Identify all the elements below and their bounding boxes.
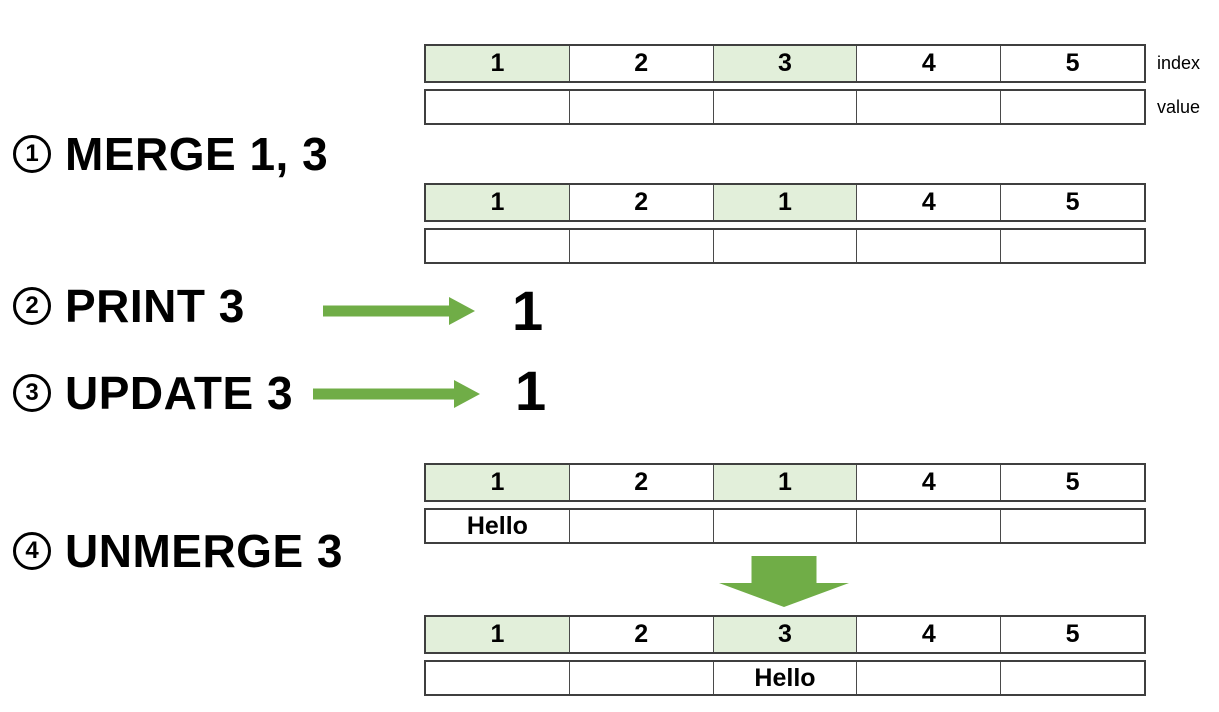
value-cell: [714, 510, 858, 542]
circled-number-icon: 2: [13, 287, 51, 325]
value-row: Hello: [424, 508, 1146, 544]
index-cell: 5: [1065, 468, 1080, 496]
step-merge: 1 MERGE 1, 3: [13, 128, 328, 180]
index-row: 1 2 1 4 5: [424, 183, 1146, 222]
value-row: Hello: [424, 660, 1146, 696]
index-cell: 3: [713, 617, 858, 652]
step-label: UNMERGE 3: [65, 525, 343, 577]
value-cell: [1001, 230, 1144, 262]
index-cell: 5: [1065, 188, 1080, 216]
value-cell: [426, 91, 570, 123]
index-row-label: index: [1157, 53, 1201, 73]
value-cell: [714, 91, 858, 123]
step-unmerge: 4 UNMERGE 3: [13, 525, 343, 577]
step-label: UPDATE 3: [65, 367, 294, 419]
index-cell: 2: [570, 185, 714, 220]
value-cell: [570, 662, 714, 694]
index-cell: 1: [426, 46, 570, 81]
step-print: 2 PRINT 3: [13, 280, 245, 332]
index-cell: 1: [426, 617, 570, 652]
value-cell: [1001, 662, 1144, 694]
value-cell: [1001, 510, 1144, 542]
print-output: 1: [512, 279, 544, 342]
circled-number-icon: 4: [13, 532, 51, 570]
index-cell: 1: [426, 185, 570, 220]
index-cell: 4: [857, 185, 1002, 220]
value-row: [424, 228, 1146, 264]
update-output: 1: [515, 359, 547, 422]
value-cell: [857, 230, 1002, 262]
index-cell: 2: [570, 617, 714, 652]
value-cell: [570, 91, 714, 123]
circled-number-icon: 3: [13, 374, 51, 412]
array-table-initial: 1 2 3 4 5: [424, 44, 1146, 169]
array-table-after-unmerge: 1 2 3 4 5 Hello: [424, 615, 1146, 712]
arrow-right-icon: [313, 380, 480, 408]
value-cell: [426, 662, 570, 694]
array-table-after-merge: 1 2 1 4 5: [424, 183, 1146, 308]
index-cell: 2: [570, 465, 714, 500]
index-row: 1 2 3 4 5: [424, 44, 1146, 83]
step-update: 3 UPDATE 3: [13, 367, 293, 419]
index-cell: 4: [857, 46, 1002, 81]
value-cell: [426, 230, 570, 262]
index-row: 1 2 3 4 5: [424, 615, 1146, 654]
value-row: [424, 89, 1146, 125]
circled-number-icon: 1: [13, 135, 51, 173]
index-row: 1 2 1 4 5: [424, 463, 1146, 502]
index-cell: 2: [570, 46, 714, 81]
index-cell: 4: [857, 617, 1002, 652]
index-cell: 1: [426, 465, 570, 500]
value-cell: Hello: [426, 510, 570, 542]
step-label: PRINT 3: [65, 280, 245, 332]
index-cell: 5: [1065, 49, 1080, 77]
index-cell: 3: [713, 46, 858, 81]
index-cell: 4: [857, 465, 1002, 500]
value-cell: Hello: [714, 662, 858, 694]
value-cell: [570, 230, 714, 262]
arrow-down-icon: [719, 556, 849, 607]
value-cell: [1001, 91, 1144, 123]
index-cell: 1: [713, 185, 858, 220]
index-cell: 5: [1065, 620, 1080, 648]
step-label: MERGE 1, 3: [65, 128, 329, 180]
value-cell: [857, 91, 1002, 123]
arrow-right-icon: [323, 297, 475, 325]
array-table-before-unmerge: 1 2 1 4 5 Hello: [424, 463, 1146, 588]
index-cell: 1: [713, 465, 858, 500]
value-cell: [570, 510, 714, 542]
value-cell: [857, 510, 1002, 542]
value-cell: [714, 230, 858, 262]
value-row-label: value: [1157, 96, 1201, 117]
value-cell: [857, 662, 1002, 694]
